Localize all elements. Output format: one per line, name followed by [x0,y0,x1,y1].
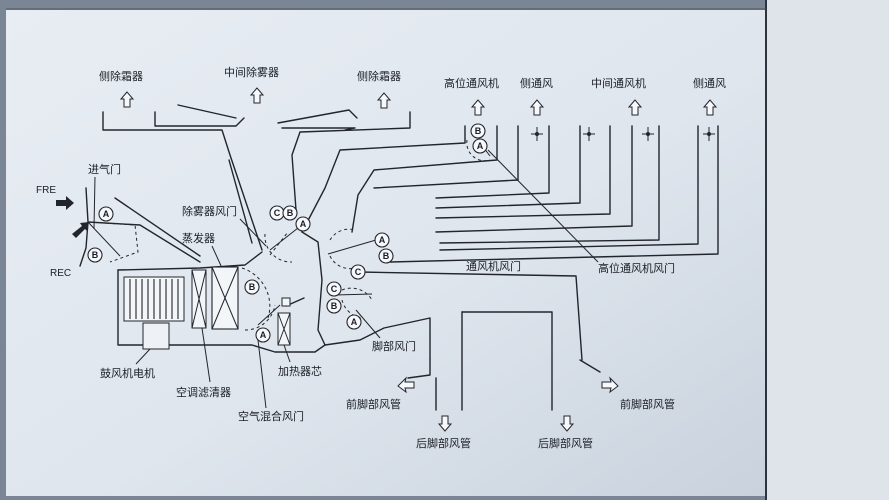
svg-text:A: A [103,209,110,219]
svg-text:A: A [477,141,484,151]
label-rear-foot-duct-right: 后脚部风管 [538,436,593,450]
label-defog-door: 除雾器风门 [182,204,237,218]
label-ac-filter: 空调滤清器 [176,385,231,399]
svg-text:B: B [475,126,482,136]
blower-motor-box [142,322,170,350]
label-intake-door: 进气门 [88,162,121,176]
label-defog-center: 中间除雾器 [224,65,279,79]
label-front-foot-duct-left: 前脚部风管 [346,397,401,411]
label-fre: FRE [36,185,56,196]
label-heater-core: 加热器芯 [278,364,322,378]
svg-text:C: C [274,208,281,218]
foot-door: C B A [326,281,381,339]
leader-defog-door [239,218,267,247]
svg-text:A: A [351,317,358,327]
heater-core [277,312,291,346]
label-high-vent-door: 高位通风机风门 [598,261,675,275]
ac-filter [191,269,207,329]
leader-air-mix [257,339,267,409]
leader-intake [93,176,96,229]
front-foot-left-arrow-icon [397,376,415,394]
label-evaporator: 蒸发器 [182,231,215,245]
label-side-vent-1: 侧通风 [520,77,553,90]
svg-text:C: C [331,284,338,294]
front-foot-right-arrow-icon [601,376,619,394]
leader-blower-motor [135,348,151,365]
svg-text:B: B [287,208,294,218]
svg-text:A: A [260,330,267,340]
svg-text:C: C [355,267,362,277]
air-mix-door: B A [241,267,305,343]
label-defrost-right: 侧除霜器 [357,69,401,83]
vent-door: A B C [327,228,394,280]
vent-grille-markers [531,127,715,141]
label-front-foot-duct-right: 前脚部风管 [620,397,675,411]
svg-text:A: A [300,219,307,229]
svg-text:A: A [379,235,386,245]
fre-arrow-icon [56,196,74,210]
svg-text:B: B [331,301,338,311]
blower-housing [117,251,326,353]
label-center-vent: 中间通风机 [591,76,646,90]
defrost-ducts [102,104,411,251]
svg-text:B: B [249,282,256,292]
leader-evaporator [211,245,223,269]
label-high-vent: 高位通风机 [444,76,499,90]
label-vent-door: 通风机风门 [466,259,521,273]
leader-ac-filter [201,327,211,383]
foot-ducts [407,311,601,411]
label-side-vent-2: 侧通风 [693,77,726,90]
label-foot-door: 脚部风门 [372,339,416,353]
intake-housing: A B [79,187,201,267]
label-air-mix-door: 空气混合风门 [238,409,304,423]
mixing-chamber [301,231,431,361]
svg-text:B: B [383,251,390,261]
rec-arrow-icon [72,222,89,238]
evaporator-core [211,266,239,330]
leader-heater-core [283,344,291,363]
screen-right-glare [766,0,889,500]
svg-text:B: B [92,250,99,260]
defog-door: C B A [264,205,311,263]
label-defrost-left: 侧除霜器 [99,69,143,83]
label-blower-motor: 鼓风机电机 [100,366,155,380]
high-vent-door: B A [466,123,599,263]
label-rec: REC [50,268,71,279]
label-rear-foot-duct-left: 后脚部风管 [416,436,471,450]
